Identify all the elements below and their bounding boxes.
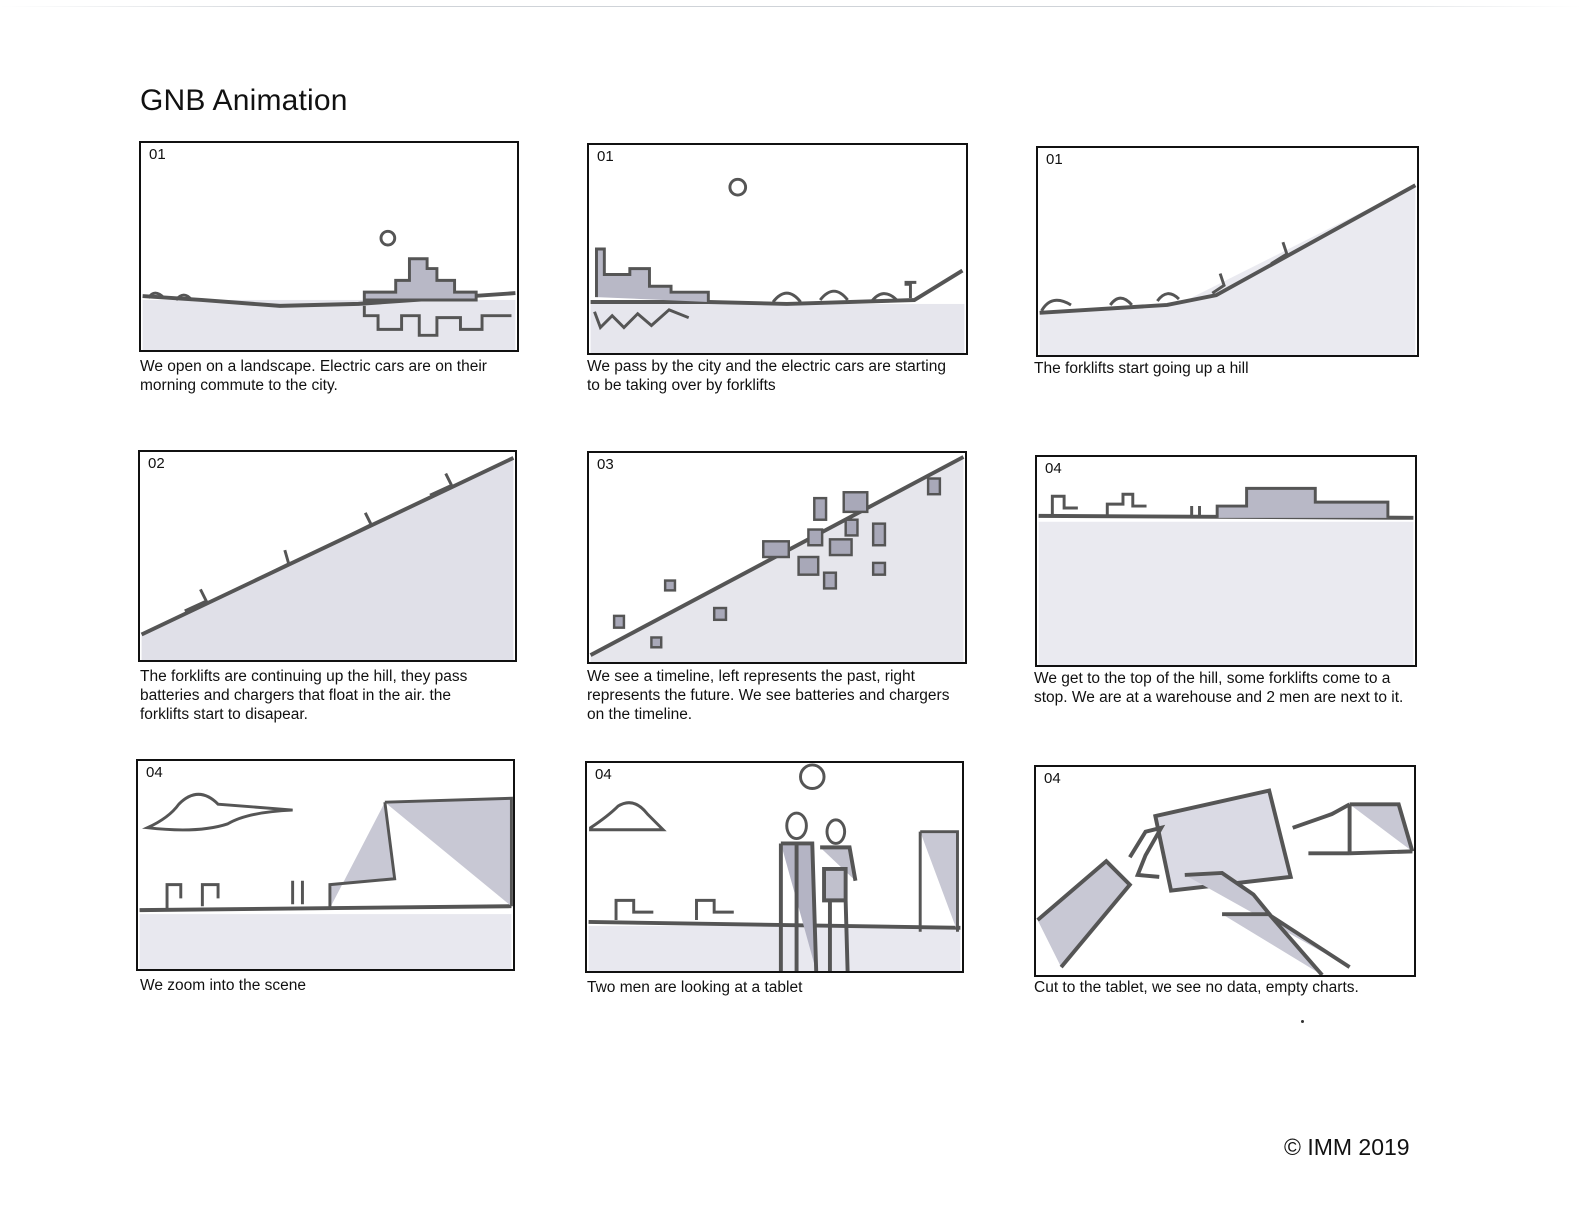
document-title: GNB Animation — [140, 84, 348, 117]
storyboard-panel-5: 03 — [587, 451, 967, 664]
sketch-forklifts-hill — [1039, 183, 1417, 355]
panel-number: 04 — [146, 764, 163, 781]
sketch-men-tablet — [588, 763, 961, 971]
panel-caption: We get to the top of the hill, some fork… — [1034, 670, 1404, 706]
sketch-city-forklifts — [590, 177, 965, 353]
panel-number: 03 — [597, 456, 614, 473]
storyboard-panel-6: 04 — [1035, 455, 1417, 667]
panel-caption: We open on a landscape. Electric cars ar… — [140, 358, 487, 394]
storyboard-panel-7: 04 — [136, 759, 515, 971]
panel-caption: The forklifts are continuing up the hill… — [140, 668, 468, 723]
storyboard-panel-9: 04 — [1034, 765, 1416, 977]
panel-number: 02 — [148, 455, 165, 472]
sketch-tablet-closeup — [1036, 788, 1414, 975]
scan-edge-line — [0, 6, 1581, 7]
sketch-timeline-batteries — [589, 455, 965, 662]
panel-number: 01 — [149, 146, 166, 163]
panel-caption: Two men are looking at a tablet — [587, 979, 803, 996]
sketch-warehouse-top — [1038, 486, 1414, 665]
panel-number: 04 — [1044, 770, 1061, 787]
panel-caption: Cut to the tablet, we see no data, empty… — [1034, 979, 1359, 996]
panel-number: 04 — [1045, 460, 1062, 477]
stray-mark — [1301, 1020, 1304, 1023]
panel-caption: We zoom into the scene — [140, 977, 306, 994]
panel-caption: We see a timeline, left represents the p… — [587, 668, 950, 723]
sketch-landscape-city — [142, 229, 516, 350]
storyboard-panel-2: 01 — [587, 143, 968, 355]
storyboard-panel-8: 04 — [585, 761, 964, 973]
panel-caption: We pass by the city and the electric car… — [587, 358, 946, 394]
sketch-forklifts-climbing — [140, 456, 515, 660]
panel-number: 04 — [595, 766, 612, 783]
panel-caption: The forklifts start going up a hill — [1034, 360, 1249, 377]
copyright-footer: © IMM 2019 — [1284, 1134, 1410, 1160]
storyboard-panel-1: 01 — [139, 141, 519, 352]
panel-number: 01 — [597, 148, 614, 165]
storyboard-panel-4: 02 — [138, 450, 517, 662]
sketch-zoom-scene — [139, 792, 513, 969]
storyboard-panel-3: 01 — [1036, 146, 1419, 357]
panel-number: 01 — [1046, 151, 1063, 168]
